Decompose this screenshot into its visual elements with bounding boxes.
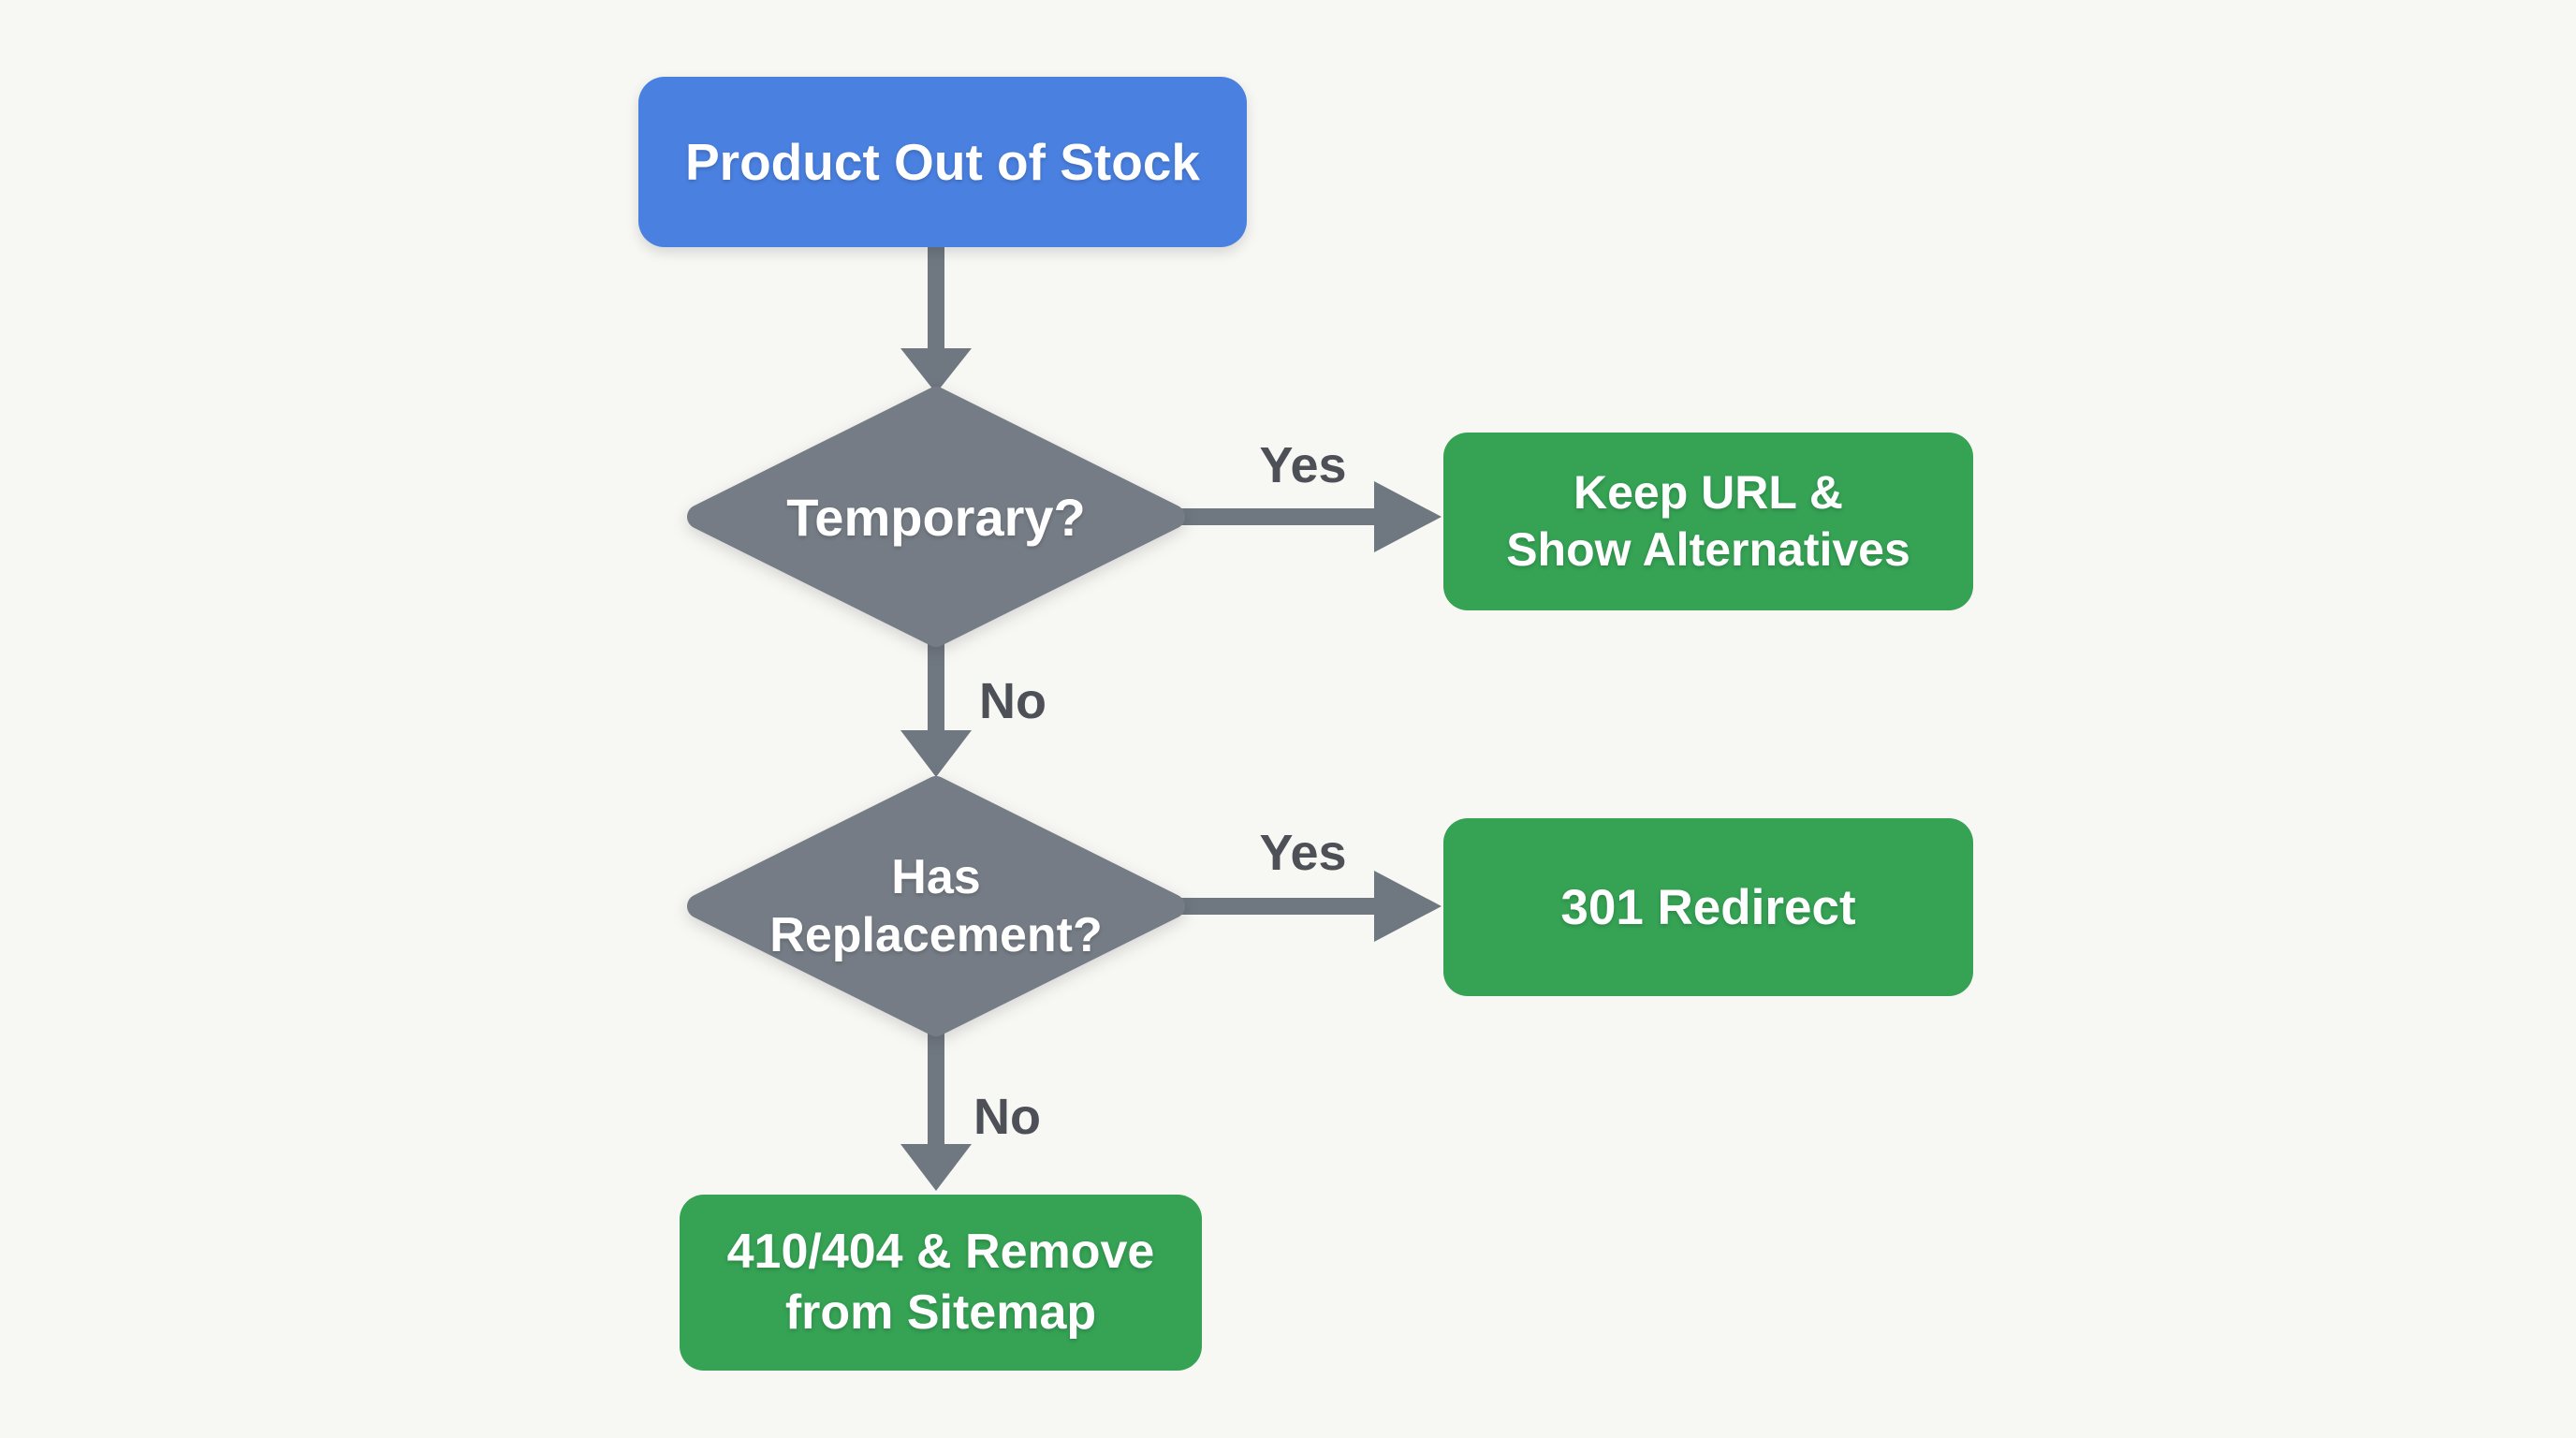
arrowhead-down-icon (900, 348, 972, 393)
arrow-line (1178, 508, 1380, 525)
decision-temporary-diamond (687, 387, 1185, 647)
edge-start-to-temporary (900, 245, 972, 393)
node-product-out-of-stock: Product Out of Stock (638, 77, 1247, 247)
remove-node-line1: 410/404 & Remove (726, 1225, 1155, 1279)
arrow-line (1178, 898, 1380, 915)
edge-replacement-yes (1178, 871, 1442, 942)
arrow-line (928, 245, 944, 354)
edge-label-temporary-yes: Yes (1259, 437, 1347, 493)
arrowhead-right-icon (1374, 871, 1442, 942)
arrow-line (928, 633, 944, 734)
edge-label-replacement-no: No (973, 1089, 1041, 1145)
keep-url-line2: Show Alternatives (1506, 523, 1910, 576)
node-301-redirect: 301 Redirect (1443, 818, 1973, 996)
edge-label-temporary-no: No (979, 673, 1046, 729)
arrowhead-down-icon (900, 730, 972, 777)
decision-temporary-label: Temporary? (711, 412, 1161, 622)
node-410-404-remove-from-sitemap: 410/404 & Remove from Sitemap (680, 1195, 1202, 1371)
remove-node-line2: from Sitemap (784, 1285, 1097, 1340)
edge-temporary-no (900, 633, 972, 777)
edge-replacement-no (900, 1024, 972, 1191)
decision-temporary-text: Temporary? (786, 487, 1086, 547)
arrowhead-down-icon (900, 1144, 972, 1191)
decision-replacement-label: Has Replacement? (711, 801, 1161, 1011)
edge-temporary-yes (1178, 481, 1442, 552)
decision-replacement-line1: Has (891, 849, 981, 904)
keep-url-line1: Keep URL & (1573, 466, 1843, 519)
redirect-node-label: 301 Redirect (1560, 879, 1856, 935)
start-node-label: Product Out of Stock (685, 133, 1200, 191)
arrow-line (928, 1024, 944, 1148)
node-keep-url-show-alternatives: Keep URL & Show Alternatives (1443, 433, 1973, 610)
edge-label-replacement-yes: Yes (1259, 825, 1347, 881)
arrowhead-right-icon (1374, 481, 1442, 552)
decision-replacement-line2: Replacement? (769, 908, 1103, 962)
decision-replacement-diamond (687, 776, 1185, 1036)
